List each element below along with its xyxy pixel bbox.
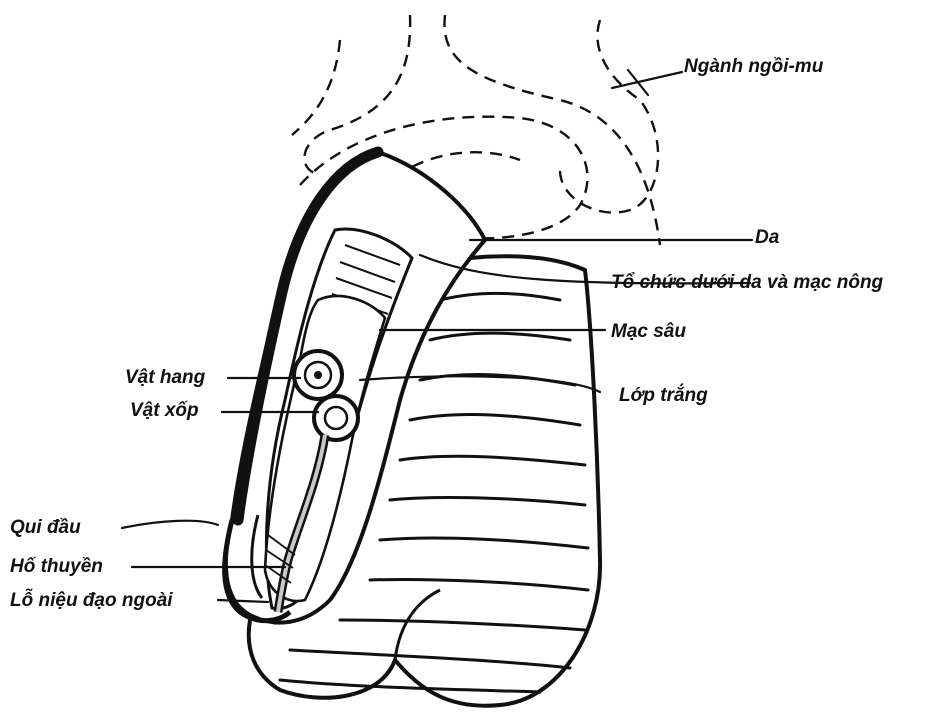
label-qui-dau: Qui đầu [10, 518, 81, 537]
label-ho-thuyen: Hố thuyền [10, 557, 103, 576]
label-to-chuc-duoi-da: Tổ chức dưới da và mạc nông [611, 273, 883, 292]
label-da: Da [755, 228, 779, 247]
label-vat-hang: Vật hang [125, 368, 205, 387]
label-vat-xop: Vật xốp [130, 401, 199, 420]
label-mac-sau: Mạc sâu [611, 322, 686, 341]
label-nganh-ngoi-mu: Ngành ngồi-mu [684, 57, 823, 76]
label-lo-nieu-dao-ngoai: Lỗ niệu đạo ngoài [10, 591, 173, 610]
label-lop-trang: Lớp trắng [619, 386, 708, 405]
